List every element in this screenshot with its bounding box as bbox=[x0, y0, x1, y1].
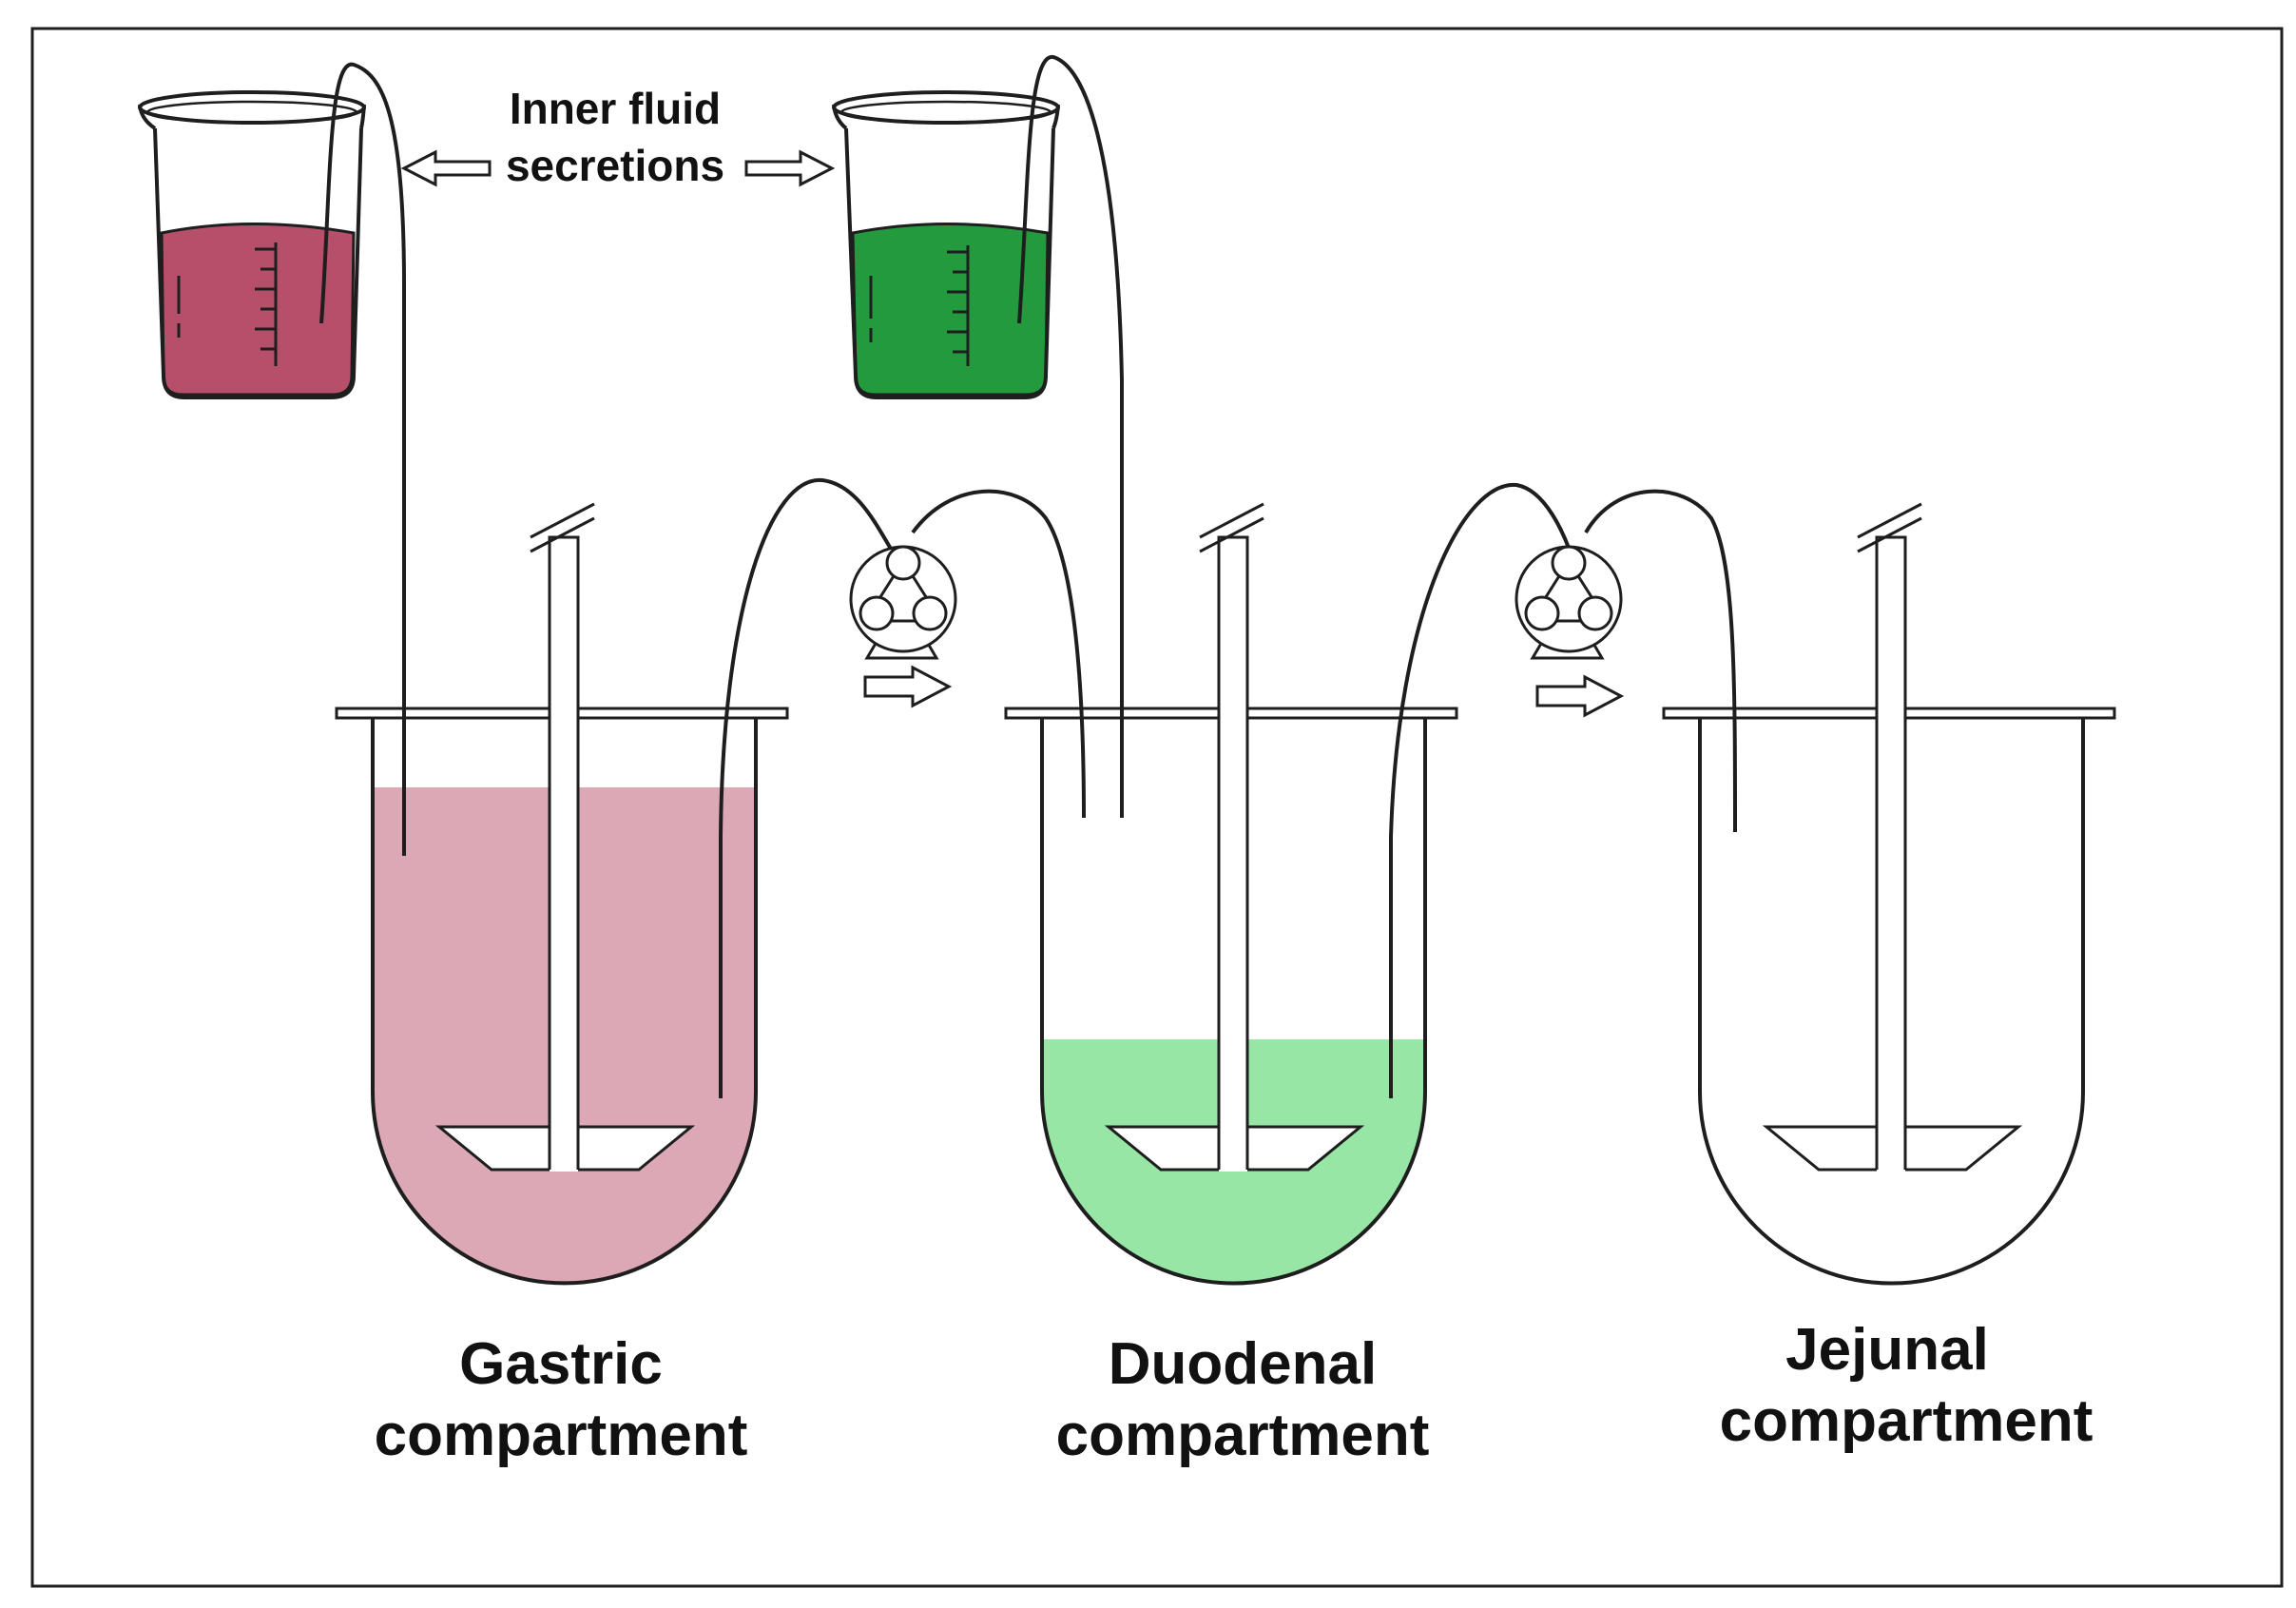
left-arrow-icon bbox=[400, 149, 492, 187]
gastric-secretion-beaker bbox=[138, 90, 366, 399]
gastric-secretion-tube bbox=[319, 62, 406, 856]
pump-to-jejunal-tube bbox=[1584, 489, 1737, 833]
peristaltic-pump-icon bbox=[849, 545, 957, 660]
peristaltic-pump-icon bbox=[1515, 545, 1623, 660]
duodenal-to-pump-tube bbox=[1389, 482, 1575, 1098]
inner-fluid-label-line2: secretions bbox=[506, 141, 724, 190]
gastric-to-pump-tube bbox=[719, 477, 900, 1098]
gastric-label-line1: Gastric bbox=[459, 1331, 663, 1397]
jejunal-vessel bbox=[1662, 502, 2116, 1286]
jejunal-label-line2: compartment bbox=[1720, 1388, 2093, 1454]
inner-fluid-label-line1: Inner fluid bbox=[510, 84, 721, 133]
duodenal-vessel bbox=[1004, 502, 1458, 1286]
gastric-stirrer-shaft bbox=[548, 535, 580, 1172]
gastric-label-line2: compartment bbox=[375, 1403, 748, 1468]
duodenal-label-line1: Duodenal bbox=[1109, 1331, 1377, 1397]
right-arrow-icon bbox=[863, 665, 953, 708]
duodenal-secretion-tube bbox=[1017, 55, 1124, 818]
duodenal-stirrer-shaft bbox=[1217, 535, 1249, 1172]
duodenal-beaker-scale bbox=[869, 245, 970, 366]
right-arrow-icon bbox=[1535, 674, 1625, 718]
duodenal-label-line2: compartment bbox=[1056, 1403, 1430, 1468]
jejunal-stirrer-shaft bbox=[1875, 535, 1907, 1172]
gastric-vessel bbox=[335, 502, 789, 1286]
jejunal-label-line1: Jejunal bbox=[1785, 1317, 1989, 1383]
pump-to-duodenal-tube bbox=[911, 489, 1086, 819]
duodenal-secretion-beaker bbox=[832, 90, 1060, 399]
gastric-beaker-scale bbox=[177, 242, 278, 366]
tubing bbox=[319, 55, 1737, 1098]
right-arrow-icon bbox=[744, 149, 836, 187]
